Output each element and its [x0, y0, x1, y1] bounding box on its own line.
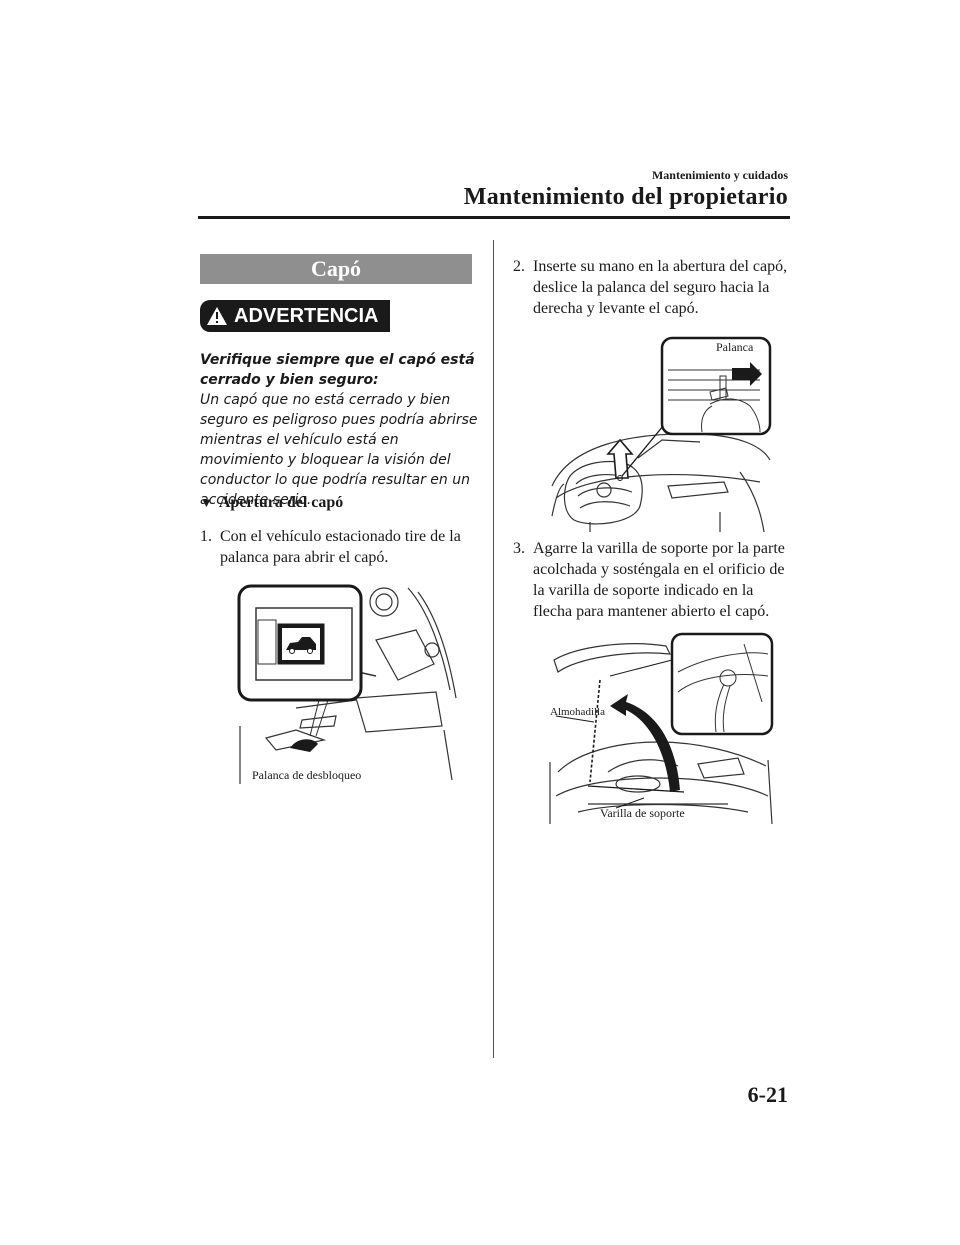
hood-latch-illustration [551, 336, 772, 533]
triangle-bullet-icon: ▼ [200, 495, 213, 510]
section-title: Mantenimiento del propietario [463, 184, 788, 210]
release-lever-label: Palanca de desbloqueo [252, 768, 362, 782]
support-rod-figure: Almohadilla Varilla de soporte [548, 632, 774, 828]
chapter-title: Mantenimiento y cuidados [651, 168, 788, 182]
header-rule [198, 216, 790, 219]
warning-text: Verifique siempre que el capó está cerra… [200, 350, 480, 510]
page-number: 6-21 [747, 1082, 788, 1107]
topic-heading: Capó [200, 254, 472, 284]
step-2: 2. Inserte su mano en la abertura del ca… [513, 256, 795, 319]
step-text: Agarre la varilla de soporte por la part… [533, 540, 785, 620]
warning-body: Un capó que no está cerrado y bien segur… [200, 392, 478, 508]
step-text: Con el vehículo estacionado tire de la p… [220, 528, 461, 566]
step-number: 3. [513, 540, 525, 557]
hood-latch-figure: Palanca [550, 336, 772, 533]
step-number: 1. [200, 528, 212, 545]
step-number: 2. [513, 258, 525, 275]
warning-title: Verifique siempre que el capó está cerra… [200, 352, 475, 388]
step-1: 1. Con el vehículo estacionado tire de l… [200, 526, 482, 568]
warning-badge: ADVERTENCIA [200, 300, 390, 332]
hood-release-figure: Palanca de desbloqueo [236, 580, 466, 790]
pad-label: Almohadilla [550, 706, 605, 718]
subheading: ▼ Apertura del capó [200, 494, 343, 512]
warning-icon [207, 307, 227, 325]
warning-label: ADVERTENCIA [234, 305, 379, 327]
support-rod-label: Varilla de soporte [600, 806, 685, 820]
subheading-text: Apertura del capó [218, 494, 344, 511]
step-text: Inserte su mano en la abertura del capó,… [533, 258, 788, 317]
step-3: 3. Agarre la varilla de soporte por la p… [513, 538, 795, 622]
support-rod-illustration [549, 632, 774, 825]
hood-release-illustration [237, 584, 457, 784]
column-divider [493, 240, 494, 1058]
lever-label: Palanca [716, 340, 754, 354]
